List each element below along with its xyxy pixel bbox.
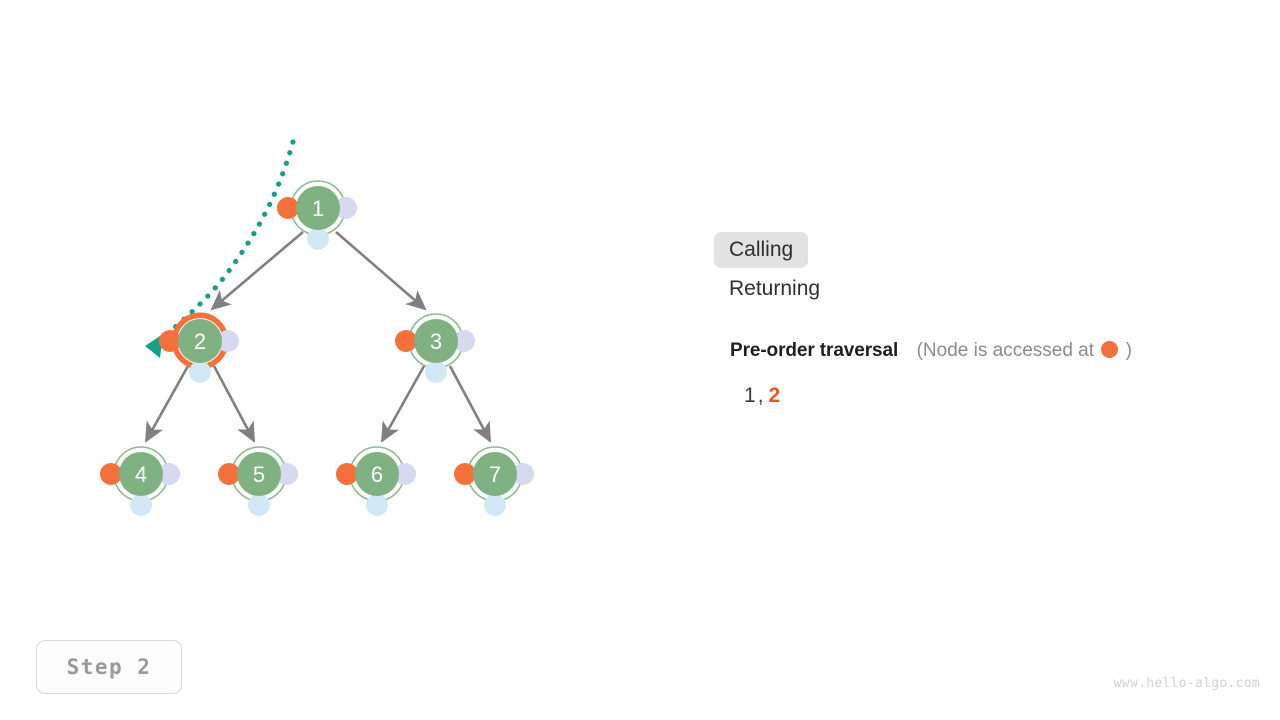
- edge-1-3: [335, 231, 427, 311]
- state-returning-label: Returning: [729, 277, 821, 300]
- node-access-dot: [336, 463, 358, 485]
- node-right-dot: [512, 463, 534, 485]
- legend-panel: Calling Returning Pre-order traversal (N…: [714, 232, 1254, 408]
- traversal-output-list: 1,2: [714, 384, 1254, 408]
- trace-arrowhead: [145, 334, 163, 358]
- node-right-dot: [158, 463, 180, 485]
- binary-tree-diagram: 1 2 3 4 5 6 7: [0, 0, 620, 560]
- node-right-dot: [335, 197, 357, 219]
- traversal-note-prefix: (Node is accessed at: [916, 340, 1095, 361]
- node-access-dot: [218, 463, 240, 485]
- edge-1-2: [210, 231, 304, 311]
- node-bottom-dot: [307, 228, 329, 250]
- tree-node-4[interactable]: 4: [100, 446, 180, 516]
- node-circle: [414, 319, 458, 363]
- state-calling[interactable]: Calling: [714, 232, 1254, 268]
- watermark-text: www.hello-algo.com: [1113, 676, 1260, 691]
- node-circle: [119, 452, 163, 496]
- node-right-dot: [453, 330, 475, 352]
- node-right-dot: [276, 463, 298, 485]
- node-circle: [178, 319, 222, 363]
- edge-2-5: [212, 365, 256, 443]
- node-label: 7: [489, 462, 501, 487]
- traversal-separator: ,: [757, 384, 765, 407]
- node-label: 3: [430, 329, 442, 354]
- step-label: Step 2: [66, 655, 152, 679]
- tree-node-3[interactable]: 3: [395, 313, 475, 383]
- node-access-dot: [100, 463, 122, 485]
- traversal-note-suffix: ): [1125, 340, 1132, 361]
- node-access-dot: [277, 197, 299, 219]
- node-bottom-dot: [425, 361, 447, 383]
- node-access-dot: [454, 463, 476, 485]
- tree-edges: [144, 231, 492, 443]
- node-label: 4: [135, 462, 147, 487]
- node-bottom-dot: [248, 494, 270, 516]
- node-label: 5: [253, 462, 265, 487]
- edge-3-6: [380, 365, 426, 443]
- tree-node-5[interactable]: 5: [218, 446, 298, 516]
- site-watermark: www.hello-algo.com: [1114, 676, 1260, 691]
- traversal-value: 2: [768, 384, 782, 407]
- traversal-section: Pre-order traversal (Node is accessed at…: [714, 340, 1254, 362]
- node-label: 6: [371, 462, 383, 487]
- node-circle: [296, 186, 340, 230]
- traversal-note: (Node is accessed at ): [917, 340, 1132, 361]
- state-calling-label: Calling: [714, 232, 809, 268]
- step-badge: Step 2: [36, 640, 182, 694]
- node-bottom-dot: [189, 361, 211, 383]
- node-access-dot: [159, 330, 181, 352]
- tree-node-7[interactable]: 7: [454, 446, 534, 516]
- tree-node-2[interactable]: 2: [159, 312, 239, 383]
- tree-node-6[interactable]: 6: [336, 446, 416, 516]
- node-bottom-dot: [484, 494, 506, 516]
- node-circle: [473, 452, 517, 496]
- tree-node-1[interactable]: 1: [277, 180, 357, 250]
- edge-3-7: [448, 365, 492, 443]
- node-access-dot: [395, 330, 417, 352]
- node-right-dot: [217, 330, 239, 352]
- state-list: Calling Returning: [714, 232, 1254, 307]
- node-label: 1: [312, 196, 324, 221]
- node-right-dot: [394, 463, 416, 485]
- traversal-title: Pre-order traversal: [730, 340, 899, 361]
- traversal-value: 1: [744, 384, 757, 407]
- node-circle: [237, 452, 281, 496]
- node-bottom-dot: [366, 494, 388, 516]
- edge-2-4: [144, 365, 190, 443]
- access-dot-icon: [1101, 341, 1119, 358]
- state-returning[interactable]: Returning: [714, 268, 1254, 307]
- node-label: 2: [194, 329, 206, 354]
- node-circle: [355, 452, 399, 496]
- node-bottom-dot: [130, 494, 152, 516]
- tree-canvas: 1 2 3 4 5 6 7: [100, 139, 534, 516]
- tree-nodes: 1 2 3 4 5 6 7: [100, 180, 534, 516]
